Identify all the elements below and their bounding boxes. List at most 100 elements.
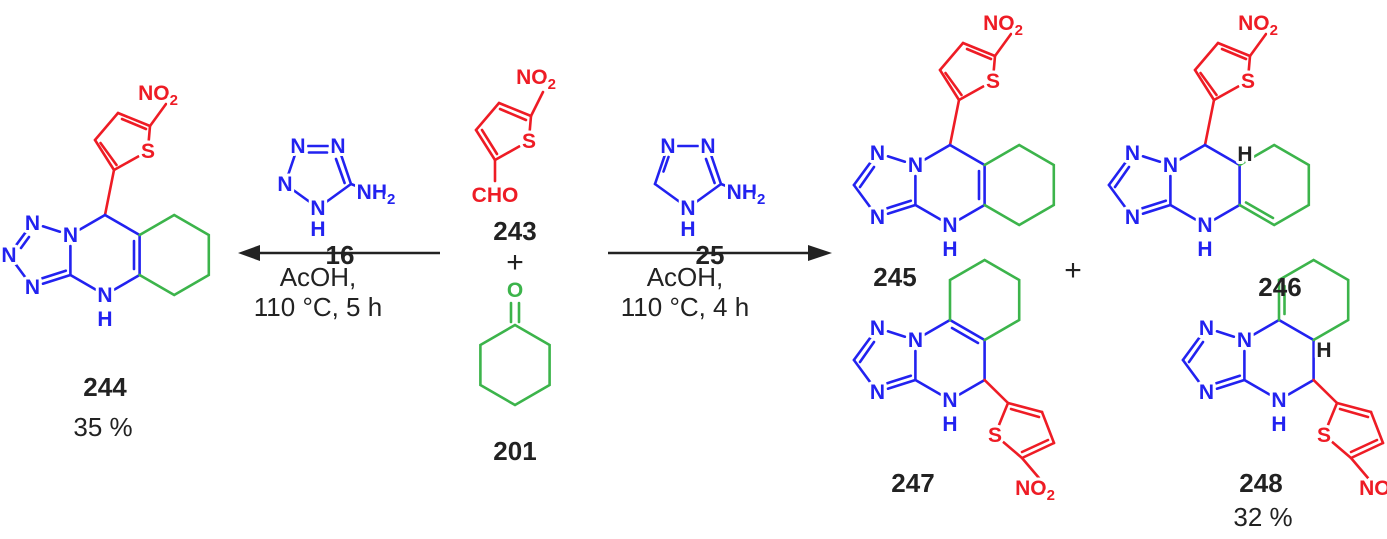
atom-n: N bbox=[63, 224, 78, 247]
atom-n: N bbox=[942, 214, 957, 237]
conditions-right-line1: AcOH, bbox=[646, 262, 724, 292]
structure-16: N N N N H NH2 bbox=[274, 132, 398, 244]
atom-n: N bbox=[700, 135, 715, 158]
atom-n: N bbox=[25, 212, 40, 235]
struct-248-bonds bbox=[1181, 258, 1385, 480]
atom-n: N bbox=[908, 329, 923, 352]
atom-n: N bbox=[1125, 206, 1140, 229]
arrow-head-icon bbox=[808, 245, 832, 261]
atom-n: N bbox=[97, 284, 112, 307]
subscript-2: 2 bbox=[1047, 487, 1055, 504]
conditions-left-line2: 110 °C, 5 h bbox=[253, 292, 383, 322]
atom-nh: NH bbox=[357, 181, 387, 204]
atom-h: H bbox=[97, 308, 112, 331]
subscript-2: 2 bbox=[548, 76, 556, 93]
compound-number-201: 201 bbox=[493, 436, 537, 466]
atom-no: NO bbox=[516, 66, 548, 89]
compound-number-246: 246 bbox=[1258, 272, 1302, 302]
structure-245: S NO2 N N N N H bbox=[852, 9, 1056, 264]
atom-n: N bbox=[1237, 329, 1252, 352]
nitro-group-label: NO2 bbox=[1238, 12, 1278, 39]
atom-h: H bbox=[310, 218, 325, 241]
structure-243: S NO2 CHO bbox=[469, 63, 559, 210]
atom-n: N bbox=[870, 381, 885, 404]
atom-nh: NH bbox=[727, 181, 757, 204]
amine-group-label: NH2 bbox=[357, 181, 396, 208]
structure-243-bonds bbox=[474, 90, 545, 183]
structure-247: N N N N H S NO2 bbox=[852, 258, 1058, 507]
structure-201: O bbox=[479, 276, 551, 407]
structure-201-bonds bbox=[479, 301, 551, 407]
structure-247-bonds bbox=[852, 258, 1056, 480]
atom-n: N bbox=[25, 276, 40, 299]
atom-n: N bbox=[660, 135, 675, 158]
structure-246-bonds bbox=[1107, 32, 1311, 227]
yield-248: 32 % bbox=[1233, 502, 1293, 532]
compound-number-16: 16 bbox=[325, 240, 355, 270]
compound-number-245: 245 bbox=[873, 262, 917, 292]
reaction-arrow-left bbox=[238, 245, 440, 261]
atom-h: H bbox=[1271, 413, 1286, 436]
atom-s: S bbox=[986, 70, 1000, 93]
structure-244: S NO2 N N N N N H bbox=[0, 79, 211, 334]
atom-h: H bbox=[942, 413, 957, 436]
subscript-2: 2 bbox=[1015, 22, 1023, 39]
atom-n: N bbox=[870, 206, 885, 229]
subscript-2: 2 bbox=[387, 191, 395, 208]
atom-h: H bbox=[1237, 143, 1252, 166]
atom-n: N bbox=[942, 389, 957, 412]
structure-246: S NO2 N N N N H H bbox=[1107, 9, 1311, 264]
structure-25-bonds bbox=[653, 144, 744, 203]
conditions-left-line1: AcOH, bbox=[279, 262, 357, 292]
nitro-group-label: NO2 bbox=[983, 12, 1023, 39]
atom-no: NO bbox=[138, 82, 170, 105]
plus-sign-products: + bbox=[1064, 254, 1082, 287]
atom-n: N bbox=[680, 197, 695, 220]
structure-25: N N N H NH2 bbox=[653, 132, 768, 244]
nitro-group-label: NO2 bbox=[1015, 477, 1055, 504]
atom-n: N bbox=[870, 142, 885, 165]
compound-number-247: 247 bbox=[891, 468, 935, 498]
atom-h: H bbox=[680, 218, 695, 241]
atom-n: N bbox=[330, 135, 345, 158]
structure-16-bonds bbox=[287, 144, 374, 203]
subscript-2: 2 bbox=[170, 92, 178, 109]
subscript-2: 2 bbox=[757, 191, 765, 208]
compound-number-248: 248 bbox=[1239, 468, 1283, 498]
atom-n: N bbox=[310, 197, 325, 220]
atom-n: N bbox=[1199, 381, 1214, 404]
reaction-arrow-right bbox=[608, 245, 832, 261]
arrow-head-icon bbox=[238, 245, 260, 261]
aldehyde-group-label: CHO bbox=[472, 184, 519, 207]
nitro-group-label: NO2 bbox=[1359, 477, 1387, 504]
compound-number-244: 244 bbox=[83, 372, 127, 402]
atom-n: N bbox=[1125, 142, 1140, 165]
atom-s: S bbox=[988, 424, 1002, 447]
amine-group-label: NH2 bbox=[727, 181, 766, 208]
structure-245-bonds bbox=[852, 32, 1056, 227]
yield-244: 35 % bbox=[73, 412, 133, 442]
conditions-right-line2: 110 °C, 4 h bbox=[620, 292, 750, 322]
atom-n: N bbox=[908, 154, 923, 177]
atom-n: N bbox=[1, 244, 16, 267]
atom-s: S bbox=[1241, 70, 1255, 93]
compound-number-243: 243 bbox=[493, 216, 537, 246]
atom-n: N bbox=[1271, 389, 1286, 412]
atom-n: N bbox=[1163, 154, 1178, 177]
subscript-2: 2 bbox=[1270, 22, 1278, 39]
atom-n: N bbox=[1197, 214, 1212, 237]
structure-248: N N N N H H S NO2 bbox=[1181, 258, 1387, 504]
atom-n: N bbox=[1199, 317, 1214, 340]
atom-no: NO bbox=[1359, 477, 1387, 500]
atom-h: H bbox=[1316, 339, 1331, 362]
atom-n: N bbox=[277, 173, 292, 196]
nitro-group-label: NO2 bbox=[516, 66, 556, 93]
atom-no: NO bbox=[1238, 12, 1270, 35]
structure-244-bonds bbox=[14, 102, 211, 297]
compound-number-25: 25 bbox=[695, 240, 725, 270]
atom-o: O bbox=[507, 279, 523, 302]
atom-s: S bbox=[522, 130, 536, 153]
atom-s: S bbox=[1317, 424, 1331, 447]
atom-n: N bbox=[290, 135, 305, 158]
